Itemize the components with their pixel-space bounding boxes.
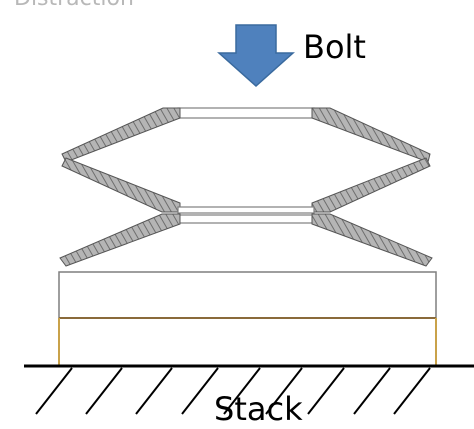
bolt-label: Bolt [303,28,366,66]
lower-spring-right-arm [311,213,433,267]
stack-block [58,271,437,366]
stack-top-plate [58,271,437,319]
cropped-top-label: Distraction [14,0,134,11]
down-arrow-icon [217,24,295,88]
ground-hatch-line [265,367,303,415]
lower-spring-pair [59,206,433,267]
upper-spring-top-plate [177,107,315,119]
upper-spring-left-bottom-arm [61,157,181,213]
upper-spring-left-top-arm [61,107,181,163]
upper-spring-right-bottom-arm [311,157,431,213]
ground-hatch-line [85,367,123,415]
upper-spring-right-top-arm [311,107,431,163]
ground-hatch-line [223,367,261,415]
ground-hatch-line [393,367,431,415]
ground-hatch-line [353,367,391,415]
stack-label: Stack [214,390,303,428]
lower-spring-top-plate [177,206,315,214]
ground-hatch-line [35,367,73,415]
ground-hatch-line [135,367,173,415]
lower-spring-left-arm [59,213,181,267]
ground-hatch-line [181,367,219,415]
stack-bottom-plate [59,318,436,366]
ground-hatch-icon [24,364,474,415]
upper-spring-pair [61,107,431,213]
lower-spring-bottom-plate [177,214,315,224]
ground-hatch-line [307,367,345,415]
